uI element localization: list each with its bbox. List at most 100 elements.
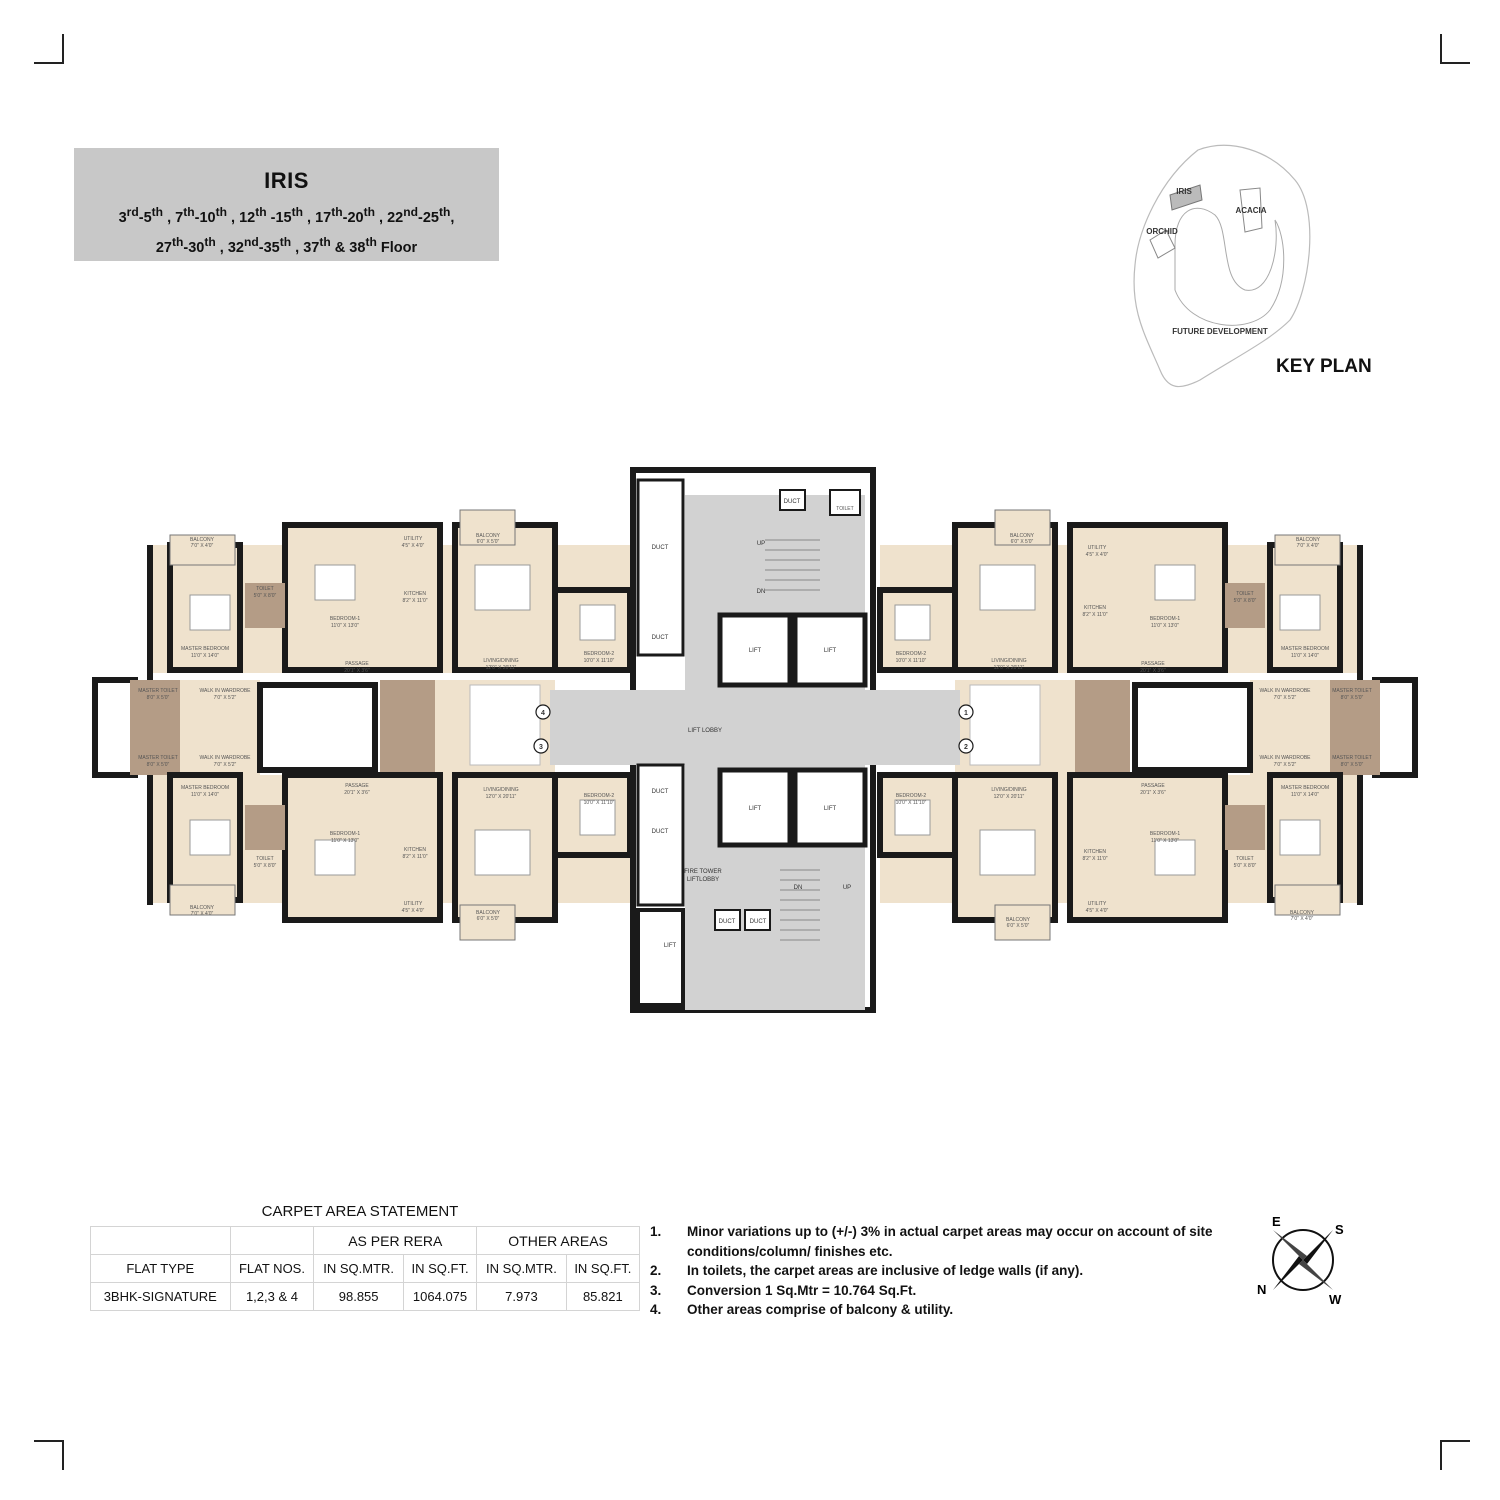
e-master-bedroom-label-2: MASTER BEDROOM [1281,785,1329,791]
duct-label-1: DUCT [652,545,669,551]
w-passage-label-2: PASSAGE [345,783,369,789]
w-balcony-label-2: BALCONY [476,533,501,539]
column-header: IN SQ.FT. [402,1254,478,1283]
w-utility-dim-2: 4'5" X 4'0" [402,908,425,914]
orchid-footprint [1149,229,1176,259]
e-passage-label-1: PASSAGE [1141,661,1165,667]
w-master-bedroom-dim-1: 11'0" X 14'0" [191,653,219,659]
e-balcony-dim-2: 6'0" X 5'0" [1011,539,1034,545]
e-passage-dim-1: 20'1" X 3'6" [1140,668,1166,674]
e-kitchen-dim-1: 8'2" X 11'0" [1082,612,1107,618]
note-text: Other areas comprise of balcony & utilit… [687,1302,954,1317]
table-cell: 7.973 [476,1282,567,1311]
w-balcony-label-4: BALCONY [476,910,501,916]
column-header: FLAT NOS. [229,1254,315,1283]
e-bedroom2-dim-1: 10'0" X 11'10" [896,658,927,664]
e-toilet-dim-1: 5'0" X 8'0" [1234,598,1257,604]
key-iris-label: IRIS [1176,187,1192,196]
note-number: 3. [650,1282,662,1298]
w-toilet-dim-1: 5'0" X 8'0" [254,593,277,599]
w-living-dim-1: 12'0" X 20'11" [486,665,517,671]
e-balcony-label-1: BALCONY [1296,537,1321,543]
e-living-label-1: LIVING/DINING [991,658,1026,664]
e-master-toilet-dim-1: 8'0" X 5'0" [1341,695,1364,701]
e-master-bedroom-dim-1: 11'0" X 14'0" [1291,653,1319,659]
column-header: IN SQ.FT. [565,1254,641,1283]
core-toilet-label: TOILET [836,506,853,512]
key-acacia-label: ACACIA [1235,206,1266,215]
e-balcony-dim-4: 6'0" X 5'0" [1007,923,1030,929]
e-bedroom1-label-1: BEDROOM-1 [1150,616,1181,622]
e-toilet-label-2: TOILET [1236,856,1253,862]
key-orchid-label: ORCHID [1146,227,1178,236]
e-master-toilet-dim-2: 8'0" X 5'0" [1341,762,1364,768]
w-wardrobe-label-1: WALK IN WARDROBE [199,688,251,694]
e-bedroom2-label-2: BEDROOM-2 [896,793,927,799]
w-living-label-2: LIVING/DINING [483,787,518,793]
e-kitchen-label-2: KITCHEN [1084,849,1106,855]
e-bedroom1-dim-1: 11'0" X 13'0" [1151,623,1179,629]
e-wardrobe-label-1: WALK IN WARDROBE [1259,688,1311,694]
w-master-bedroom-label-1: MASTER BEDROOM [181,646,229,652]
notes-list: 1. Minor variations up to (+/-) 3% in ac… [650,1222,1240,1320]
w-toilet-label-2: TOILET [256,856,273,862]
note-item: 3. Conversion 1 Sq.Mtr = 10.764 Sq.Ft. [650,1281,1240,1301]
table-group-header-row: AS PER RERA OTHER AREAS [90,1226,640,1255]
w-wardrobe-dim-2: 7'0" X 5'2" [214,762,237,768]
duct-label-7: DUCT [750,919,767,925]
e-wardrobe-dim-1: 7'0" X 5'2" [1274,695,1297,701]
west-wing [95,510,630,940]
w-passage-dim-1: 20'1" X 3'6" [344,668,370,674]
w-balcony-dim-4: 6'0" X 5'0" [477,916,500,922]
lift-label-2: LIFT [824,648,837,654]
w-bedroom1-dim-1: 11'0" X 13'0" [331,623,359,629]
stair-up-label-1: UP [757,541,765,547]
floor-line-1: 3rd-5th , 7th-10th , 12th -15th , 17th-2… [118,205,455,226]
e-passage-label-2: PASSAGE [1141,783,1165,789]
w-balcony-label-3: BALCONY [190,905,215,911]
east-wing [880,510,1415,940]
w-bedroom1-label-1: BEDROOM-1 [330,616,361,622]
note-number: 4. [650,1302,662,1317]
key-future-label: FUTURE DEVELOPMENT [1172,327,1268,336]
w-bedroom2-label-2: BEDROOM-2 [584,793,615,799]
column-header: IN SQ.MTR. [313,1254,404,1283]
w-utility-label-2: UTILITY [404,901,423,907]
central-core [550,467,960,1013]
e-bedroom1-label-2: BEDROOM-1 [1150,831,1181,837]
crop-mark-bottom-left [34,1440,64,1470]
e-balcony-dim-3: 7'0" X 4'0" [1291,916,1314,922]
w-wardrobe-label-2: WALK IN WARDROBE [199,755,251,761]
w-living-dim-2: 12'0" X 20'11" [486,794,517,800]
duct-label-3: DUCT [652,789,669,795]
e-master-bedroom-label-1: MASTER BEDROOM [1281,646,1329,652]
w-kitchen-dim-1: 8'2" X 11'0" [402,598,427,604]
e-balcony-label-2: BALCONY [1010,533,1035,539]
floor-list: 3rd-5th , 7th-10th , 12th -15th , 17th-2… [74,200,499,260]
w-bedroom2-dim-1: 10'0" X 11'10" [584,658,615,664]
note-text: Minor variations up to (+/-) 3% in actua… [687,1224,1213,1259]
flat-number-4: 4 [541,710,545,717]
table-cell [90,1226,231,1255]
e-master-toilet-label-2: MASTER TOILET [1332,755,1372,761]
crop-mark-bottom-right [1440,1440,1470,1470]
building-name: IRIS [264,168,309,193]
lift-label-5: LIFT [664,943,677,949]
w-master-toilet-dim-2: 8'0" X 5'0" [147,762,170,768]
e-bedroom2-label-1: BEDROOM-2 [896,651,927,657]
column-header: FLAT TYPE [90,1254,231,1283]
w-passage-label-1: PASSAGE [345,661,369,667]
w-bedroom1-dim-2: 11'0" X 13'0" [331,838,359,844]
key-plan-label: KEY PLAN [1276,356,1372,377]
e-toilet-dim-2: 5'0" X 8'0" [1234,863,1257,869]
crop-mark-top-right [1440,34,1470,64]
lift-label-1: LIFT [749,648,762,654]
w-master-toilet-label-1: MASTER TOILET [138,688,178,694]
e-living-dim-1: 12'0" X 20'11" [994,665,1025,671]
e-balcony-label-4: BALCONY [1006,917,1031,923]
table-row: 3BHK-SIGNATURE 1,2,3 & 4 98.855 1064.075… [90,1282,641,1311]
compass-s: S [1335,1222,1344,1237]
e-balcony-dim-1: 7'0" X 4'0" [1297,543,1320,549]
note-item: 2. In toilets, the carpet areas are incl… [650,1261,1240,1281]
stair-dn-label-1: DN [757,589,766,595]
